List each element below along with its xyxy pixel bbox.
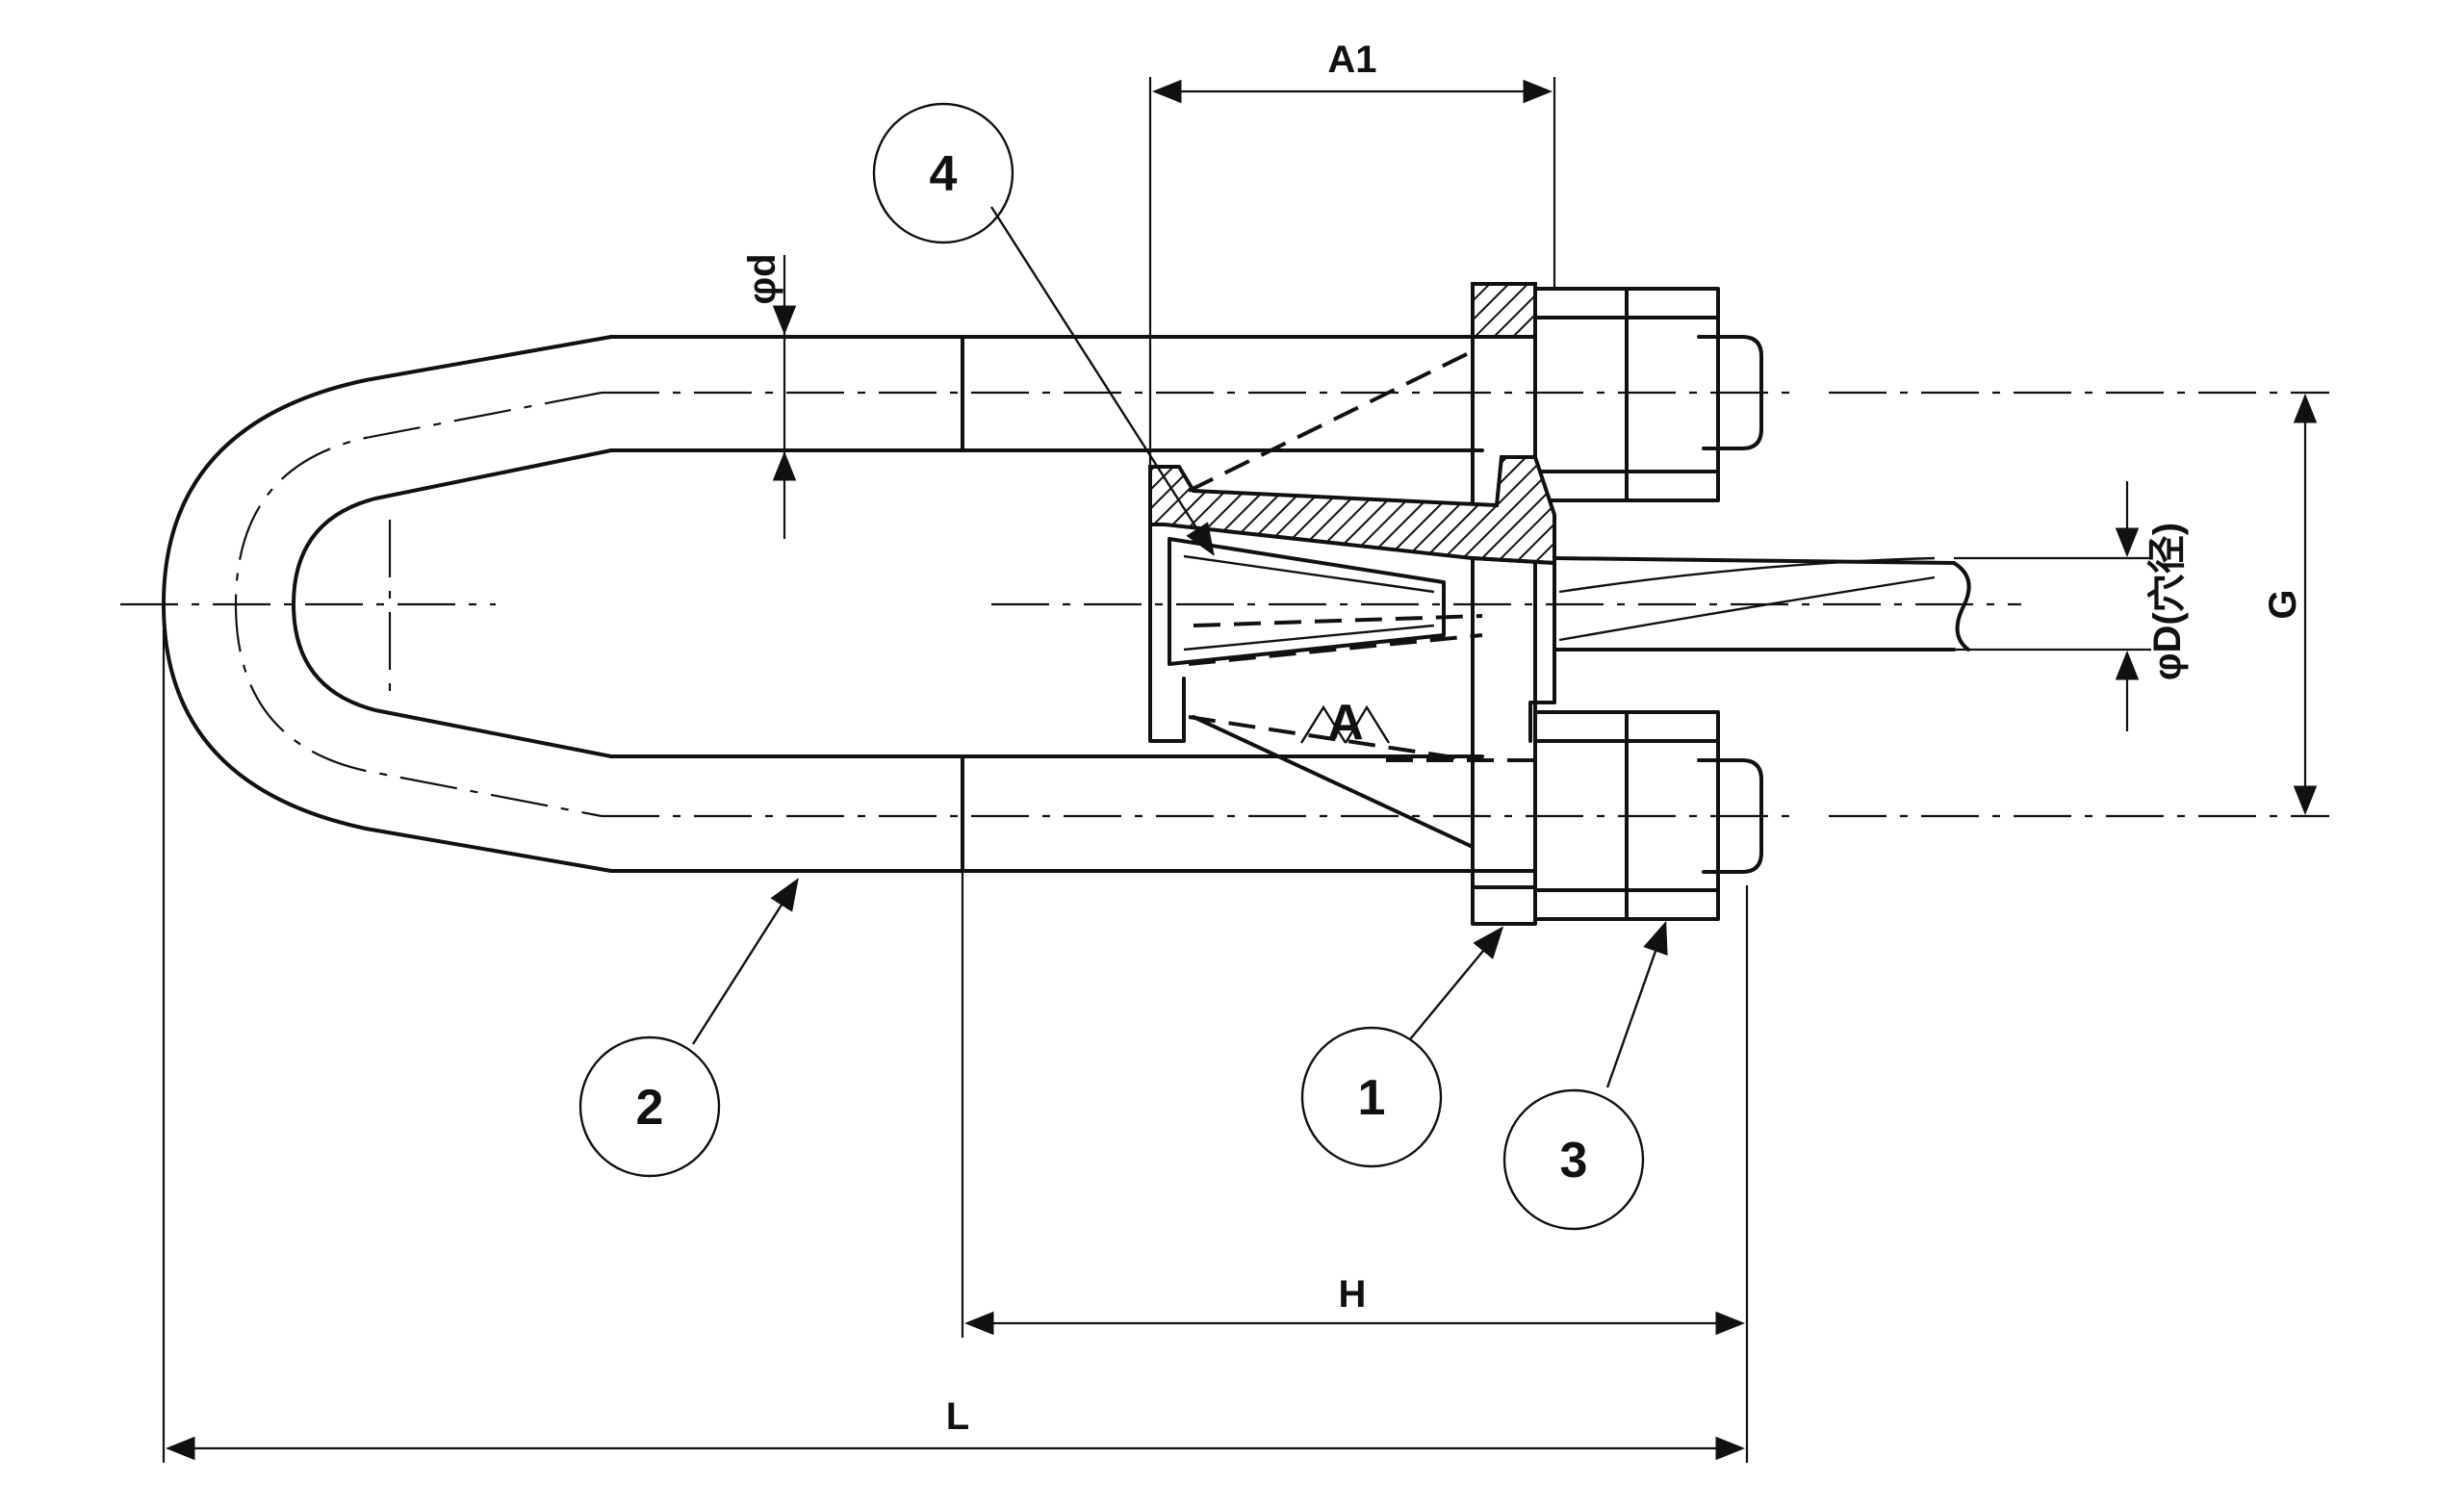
center-lines — [120, 391, 2329, 818]
clamp-plate — [1471, 282, 1537, 926]
dimension-phi-d: φd — [741, 253, 783, 304]
balloon-2-label: 2 — [636, 1080, 664, 1136]
dimension-lines: A1 φd G φD(穴径) H L — [162, 38, 2318, 1463]
dimension-g: G — [2262, 589, 2304, 619]
dimension-a1: A1 — [1327, 38, 1376, 81]
u-bolt — [162, 335, 1763, 874]
balloon-1: 1 — [1300, 926, 1504, 1168]
dimension-h: H — [1339, 1273, 1367, 1316]
view-mark: A — [1299, 695, 1391, 751]
balloon-3: 3 — [1502, 920, 1668, 1231]
dimension-phi-D: φD(穴径) — [2146, 523, 2189, 680]
hex-nuts — [1533, 287, 1720, 921]
wedge-housing — [1148, 349, 1971, 849]
balloon-2: 2 — [578, 878, 799, 1178]
balloon-4: 4 — [872, 102, 1215, 556]
dimension-l: L — [946, 1395, 969, 1438]
balloon-1-label: 1 — [1358, 1070, 1386, 1126]
balloon-3-label: 3 — [1560, 1133, 1588, 1189]
balloon-4-label: 4 — [930, 146, 958, 202]
